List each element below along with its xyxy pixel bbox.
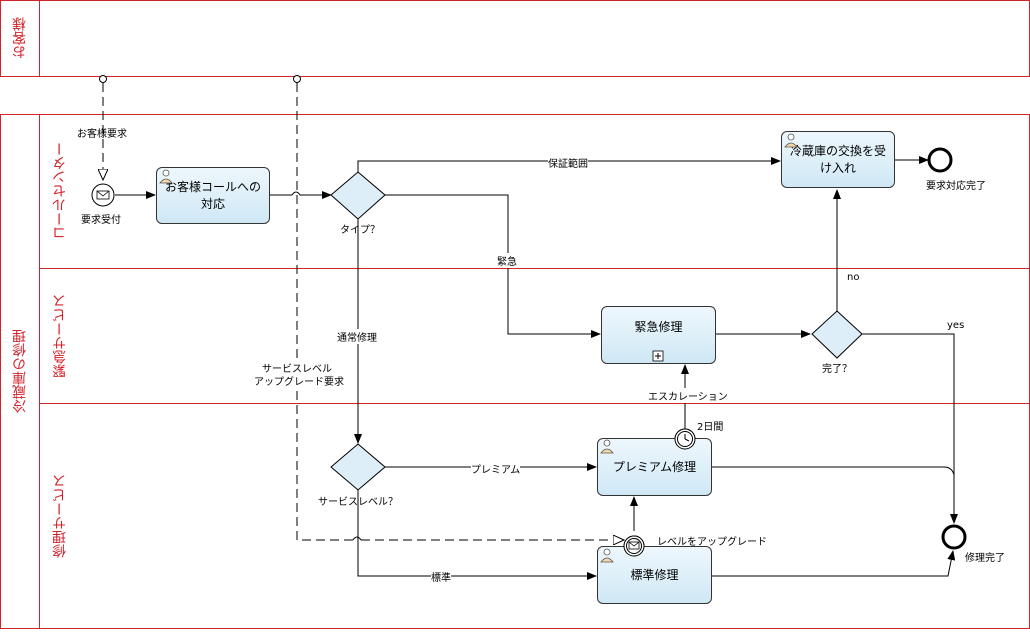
customer-pool-header [0,0,40,77]
label-service-upgrade-1: サービスレベル [262,360,332,375]
label-request-done: 要求対応完了 [926,181,986,192]
start-event-request-received [91,183,115,207]
task-standard-repair[interactable]: 標準修理 [597,546,712,604]
label-warranty: 保証範囲 [548,155,588,170]
task-accept-exchange[interactable]: 冷蔵庫の交換を受け入れ [781,131,895,188]
gateway-service-level [330,443,386,491]
label-premium: プレミアム [471,461,521,476]
label-upgrade-level: レベルをアップグレード [657,537,767,548]
end-event-request-done [927,147,953,173]
label-repair-done: 修理完了 [965,553,1005,564]
label-customer-request: お客様要求 [77,129,127,140]
label-no: no [847,272,860,283]
label-emergency: 緊急 [497,253,517,268]
message-flow-customer-request [100,75,107,181]
gateway-completed [811,310,863,359]
label-standard: 標準 [431,569,451,584]
label-request-received: 要求受付 [81,215,121,226]
label-normal-repair: 通常修理 [337,329,377,344]
task-handle-call[interactable]: お客様コールへの対応 [156,167,270,224]
label-service-upgrade-2: アップグレード要求 [254,373,344,388]
gateway-type [330,171,386,220]
end-event-repair-done [941,524,967,550]
label-gateway-completed: 完了？ [822,364,852,375]
label-two-days: 2日間 [697,422,724,433]
label-gateway-service-level: サービスレベル？ [318,497,398,508]
task-emergency-repair[interactable]: 緊急修理 [601,306,716,364]
message-flow-upgrade-request [293,75,625,541]
label-yes: yes [947,320,965,331]
label-gateway-type: タイプ？ [340,225,380,236]
task-premium-repair[interactable]: プレミアム修理 [597,438,712,496]
label-escalation: エスカレーション [648,388,728,403]
